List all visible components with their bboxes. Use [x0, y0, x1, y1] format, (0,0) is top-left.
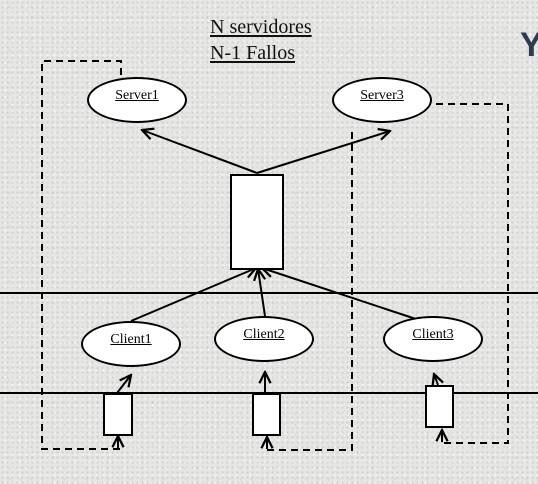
- central-box: [230, 174, 284, 270]
- client1-node: Client1: [81, 321, 181, 367]
- dashed-loop-client1-server1: [41, 60, 122, 450]
- client3-label: Client3: [412, 327, 454, 342]
- arrow-box-to-server1: [142, 130, 258, 174]
- client1-label: Client1: [110, 332, 152, 347]
- client2-label: Client2: [243, 327, 285, 342]
- server3-label: Server3: [360, 88, 404, 103]
- title-line-2: N-1 Fallos: [210, 42, 295, 64]
- arrow-client2-to-box: [258, 269, 265, 317]
- client3-node: Client3: [383, 316, 483, 362]
- client2-local-box: [252, 393, 281, 436]
- client3-local-box: [425, 385, 454, 428]
- title-line-1: N servidores: [210, 16, 312, 38]
- arrow-box1-to-client1: [116, 375, 131, 394]
- corner-glyph: Y: [520, 26, 538, 64]
- dashed-loop-client2-server3: [267, 127, 353, 451]
- arrow-box3-to-client3: [434, 374, 438, 385]
- client2-node: Client2: [214, 316, 314, 362]
- server3-node: Server3: [332, 77, 432, 123]
- arrow-client1-to-box: [130, 268, 256, 322]
- server1-label: Server1: [115, 88, 159, 103]
- arrow-client3-to-box: [262, 268, 426, 323]
- server1-node: Server1: [87, 77, 187, 123]
- arrow-box-to-server3: [256, 131, 390, 174]
- client1-local-box: [103, 393, 133, 436]
